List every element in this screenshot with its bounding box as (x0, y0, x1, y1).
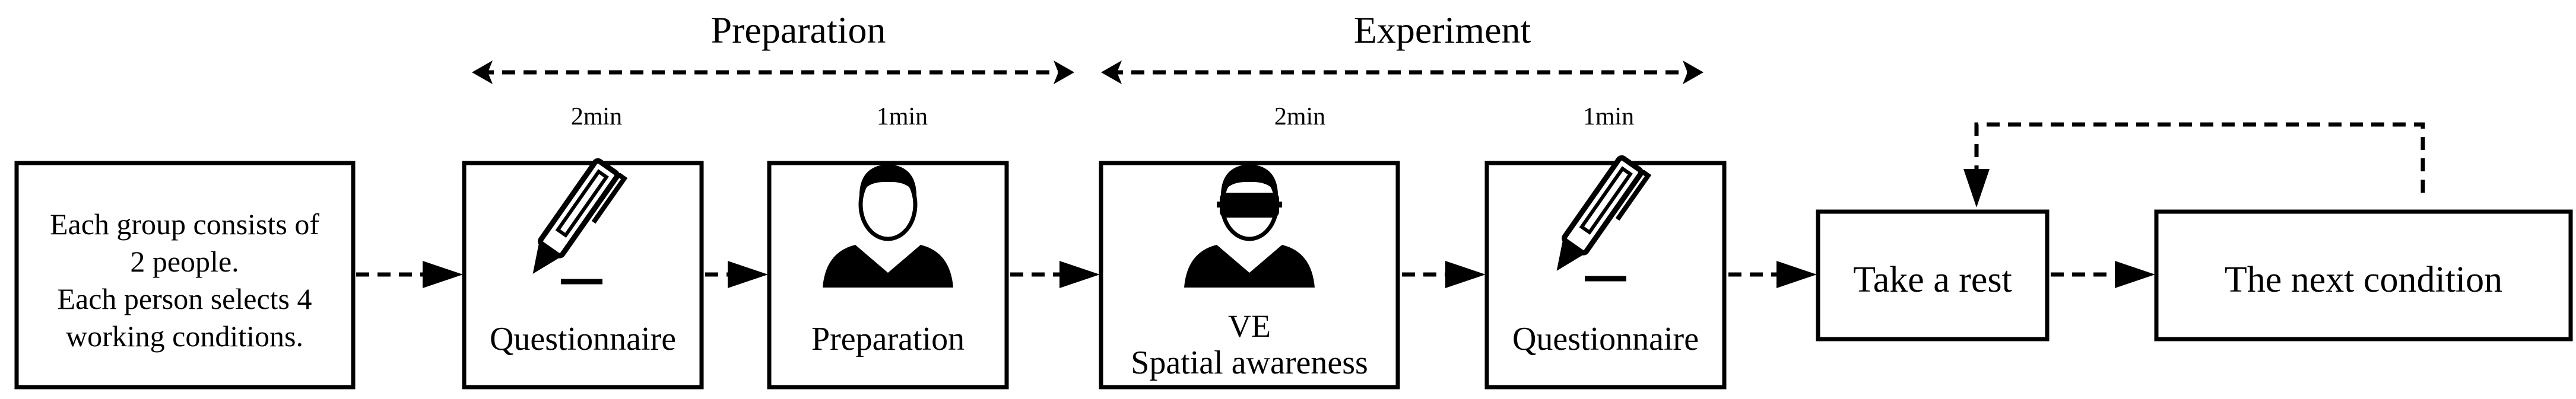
next-condition-box: The next condition (2154, 209, 2573, 341)
duration-preparation: 1min (877, 103, 928, 130)
duration-questionnaire-1: 2min (571, 103, 622, 130)
group-info-line-1: Each group consists of (50, 208, 319, 241)
questionnaire-2-label: Questionnaire (1512, 321, 1699, 357)
arrow-preparation-to-ve (1010, 261, 1100, 288)
arrow-questionnaire-to-rest (1728, 261, 1817, 288)
group-info-box: Each group consists of 2 people. Each pe… (14, 161, 356, 390)
arrow-rest-to-next-condition (2051, 261, 2155, 288)
phase-experiment-title: Experiment (1354, 9, 1531, 51)
preparation-label: Preparation (811, 321, 965, 357)
ve-label: VE (1228, 308, 1271, 344)
experiment-span-arrow (1101, 60, 1703, 84)
take-a-rest-box: Take a rest (1816, 209, 2050, 341)
arrow-questionnaire-to-preparation (705, 261, 768, 288)
duration-ve: 2min (1274, 103, 1325, 130)
questionnaire-box-1: Questionnaire (462, 159, 704, 390)
arrow-ve-to-questionnaire (1402, 261, 1486, 288)
next-condition-label: The next condition (2225, 260, 2502, 300)
loop-back-arrow (1963, 122, 2425, 208)
phase-preparation-title: Preparation (711, 9, 886, 51)
preparation-span-arrow (472, 60, 1074, 84)
questionnaire-1-label: Questionnaire (490, 321, 676, 357)
questionnaire-box-2: Questionnaire (1484, 157, 1727, 390)
spatial-awareness-label: Spatial awareness (1131, 344, 1368, 381)
ve-box: VE Spatial awareness (1099, 161, 1400, 390)
group-info-line-2: 2 people. (130, 245, 239, 278)
group-info-line-3: Each person selects 4 (57, 282, 312, 315)
arrow-group-to-questionnaire (356, 261, 463, 288)
preparation-box: Preparation (767, 161, 1009, 390)
duration-questionnaire-2: 1min (1583, 103, 1634, 130)
vr-headset-person-icon (1184, 164, 1315, 288)
group-info-line-4: working conditions. (66, 320, 303, 353)
take-a-rest-label: Take a rest (1853, 260, 2012, 300)
